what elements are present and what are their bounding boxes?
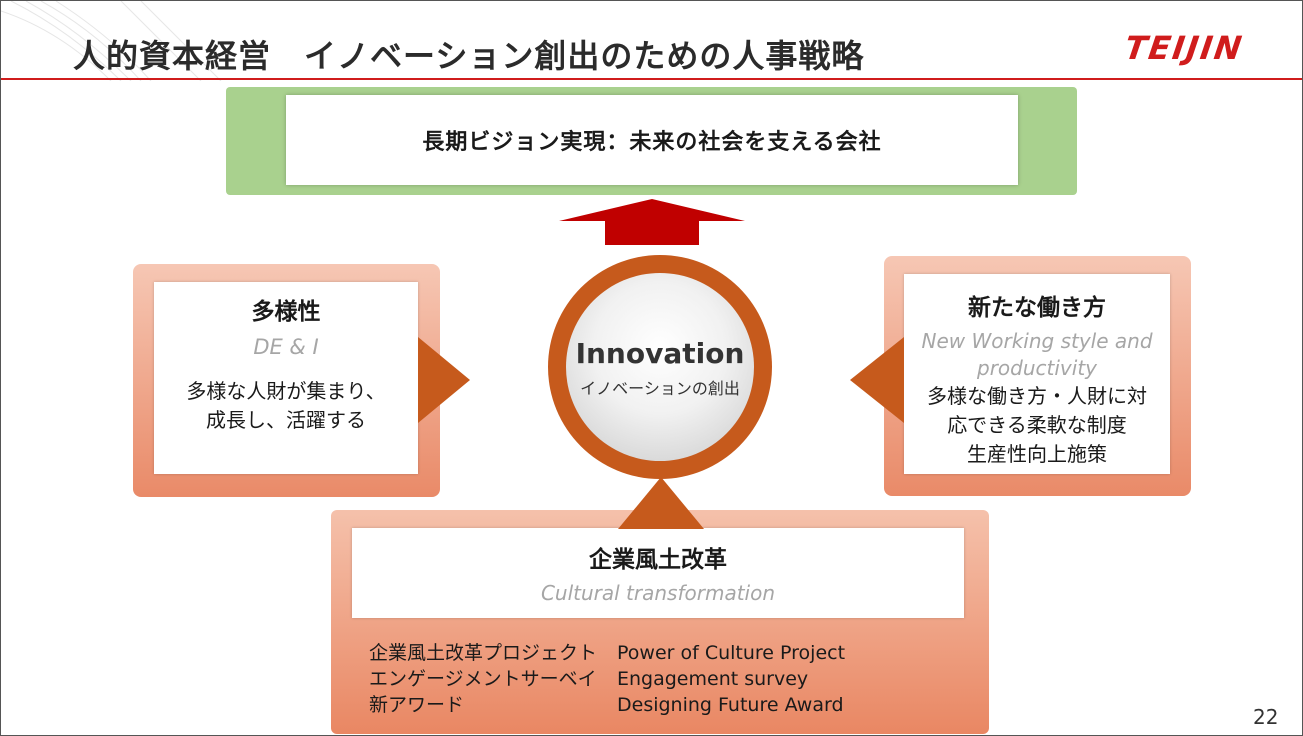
- culture-list-en: Power of Culture Project Engagement surv…: [617, 640, 845, 718]
- diversity-body-line1: 多様な人財が集まり、: [186, 379, 386, 403]
- culture-list-jp: 企業風土改革プロジェクト エンゲージメントサーベイ 新アワード: [369, 640, 597, 718]
- right-arrow-icon: [418, 337, 470, 423]
- working-body-line3: 生産性向上施策: [967, 442, 1107, 466]
- diversity-subtitle: DE & I: [253, 335, 319, 359]
- page-title: 人的資本経営 イノベーション創出のための人事戦略: [73, 37, 865, 75]
- header-divider: [1, 78, 1302, 80]
- working-body-line1: 多様な働き方・人財に対: [927, 384, 1147, 408]
- decorative-lines: [1, 1, 222, 81]
- list-item: Engagement survey: [617, 668, 809, 690]
- innovation-circle: Innovation イノベーションの創出: [566, 273, 754, 461]
- working-subtitle-line2: productivity: [977, 356, 1097, 380]
- list-item: Power of Culture Project: [617, 642, 846, 664]
- up-arrow-orange-icon: [618, 477, 704, 529]
- working-body-line2: 応できる柔軟な制度: [947, 413, 1127, 437]
- teijin-logo: TEIJIN: [1122, 29, 1246, 67]
- diversity-card: 多様性 DE & I 多様な人財が集まり、 成長し、活躍する: [154, 282, 418, 474]
- diversity-heading: 多様性: [251, 299, 321, 325]
- culture-card: 企業風土改革 Cultural transformation: [352, 528, 964, 618]
- up-arrow-icon: [559, 199, 745, 245]
- list-item: 企業風土改革プロジェクト: [369, 642, 598, 664]
- innovation-title: Innovation: [575, 337, 745, 370]
- list-item: エンゲージメントサーベイ: [369, 668, 597, 690]
- culture-subtitle: Cultural transformation: [540, 581, 776, 605]
- working-subtitle-line1: New Working style and: [921, 329, 1153, 353]
- left-arrow-icon: [850, 337, 904, 423]
- list-item: 新アワード: [369, 694, 465, 716]
- vision-text: 長期ビジョン実現：未来の社会を支える会社: [422, 130, 882, 155]
- vision-inner: 長期ビジョン実現：未来の社会を支える会社: [286, 95, 1018, 185]
- list-item: Designing Future Award: [617, 694, 844, 716]
- diversity-body-line2: 成長し、活躍する: [206, 408, 366, 432]
- page-number: 22: [1253, 705, 1279, 729]
- working-heading: 新たな働き方: [968, 295, 1106, 321]
- innovation-subtitle: イノベーションの創出: [580, 379, 740, 398]
- culture-heading: 企業風土改革: [589, 547, 727, 573]
- working-card: 新たな働き方 New Working style and productivit…: [904, 274, 1170, 474]
